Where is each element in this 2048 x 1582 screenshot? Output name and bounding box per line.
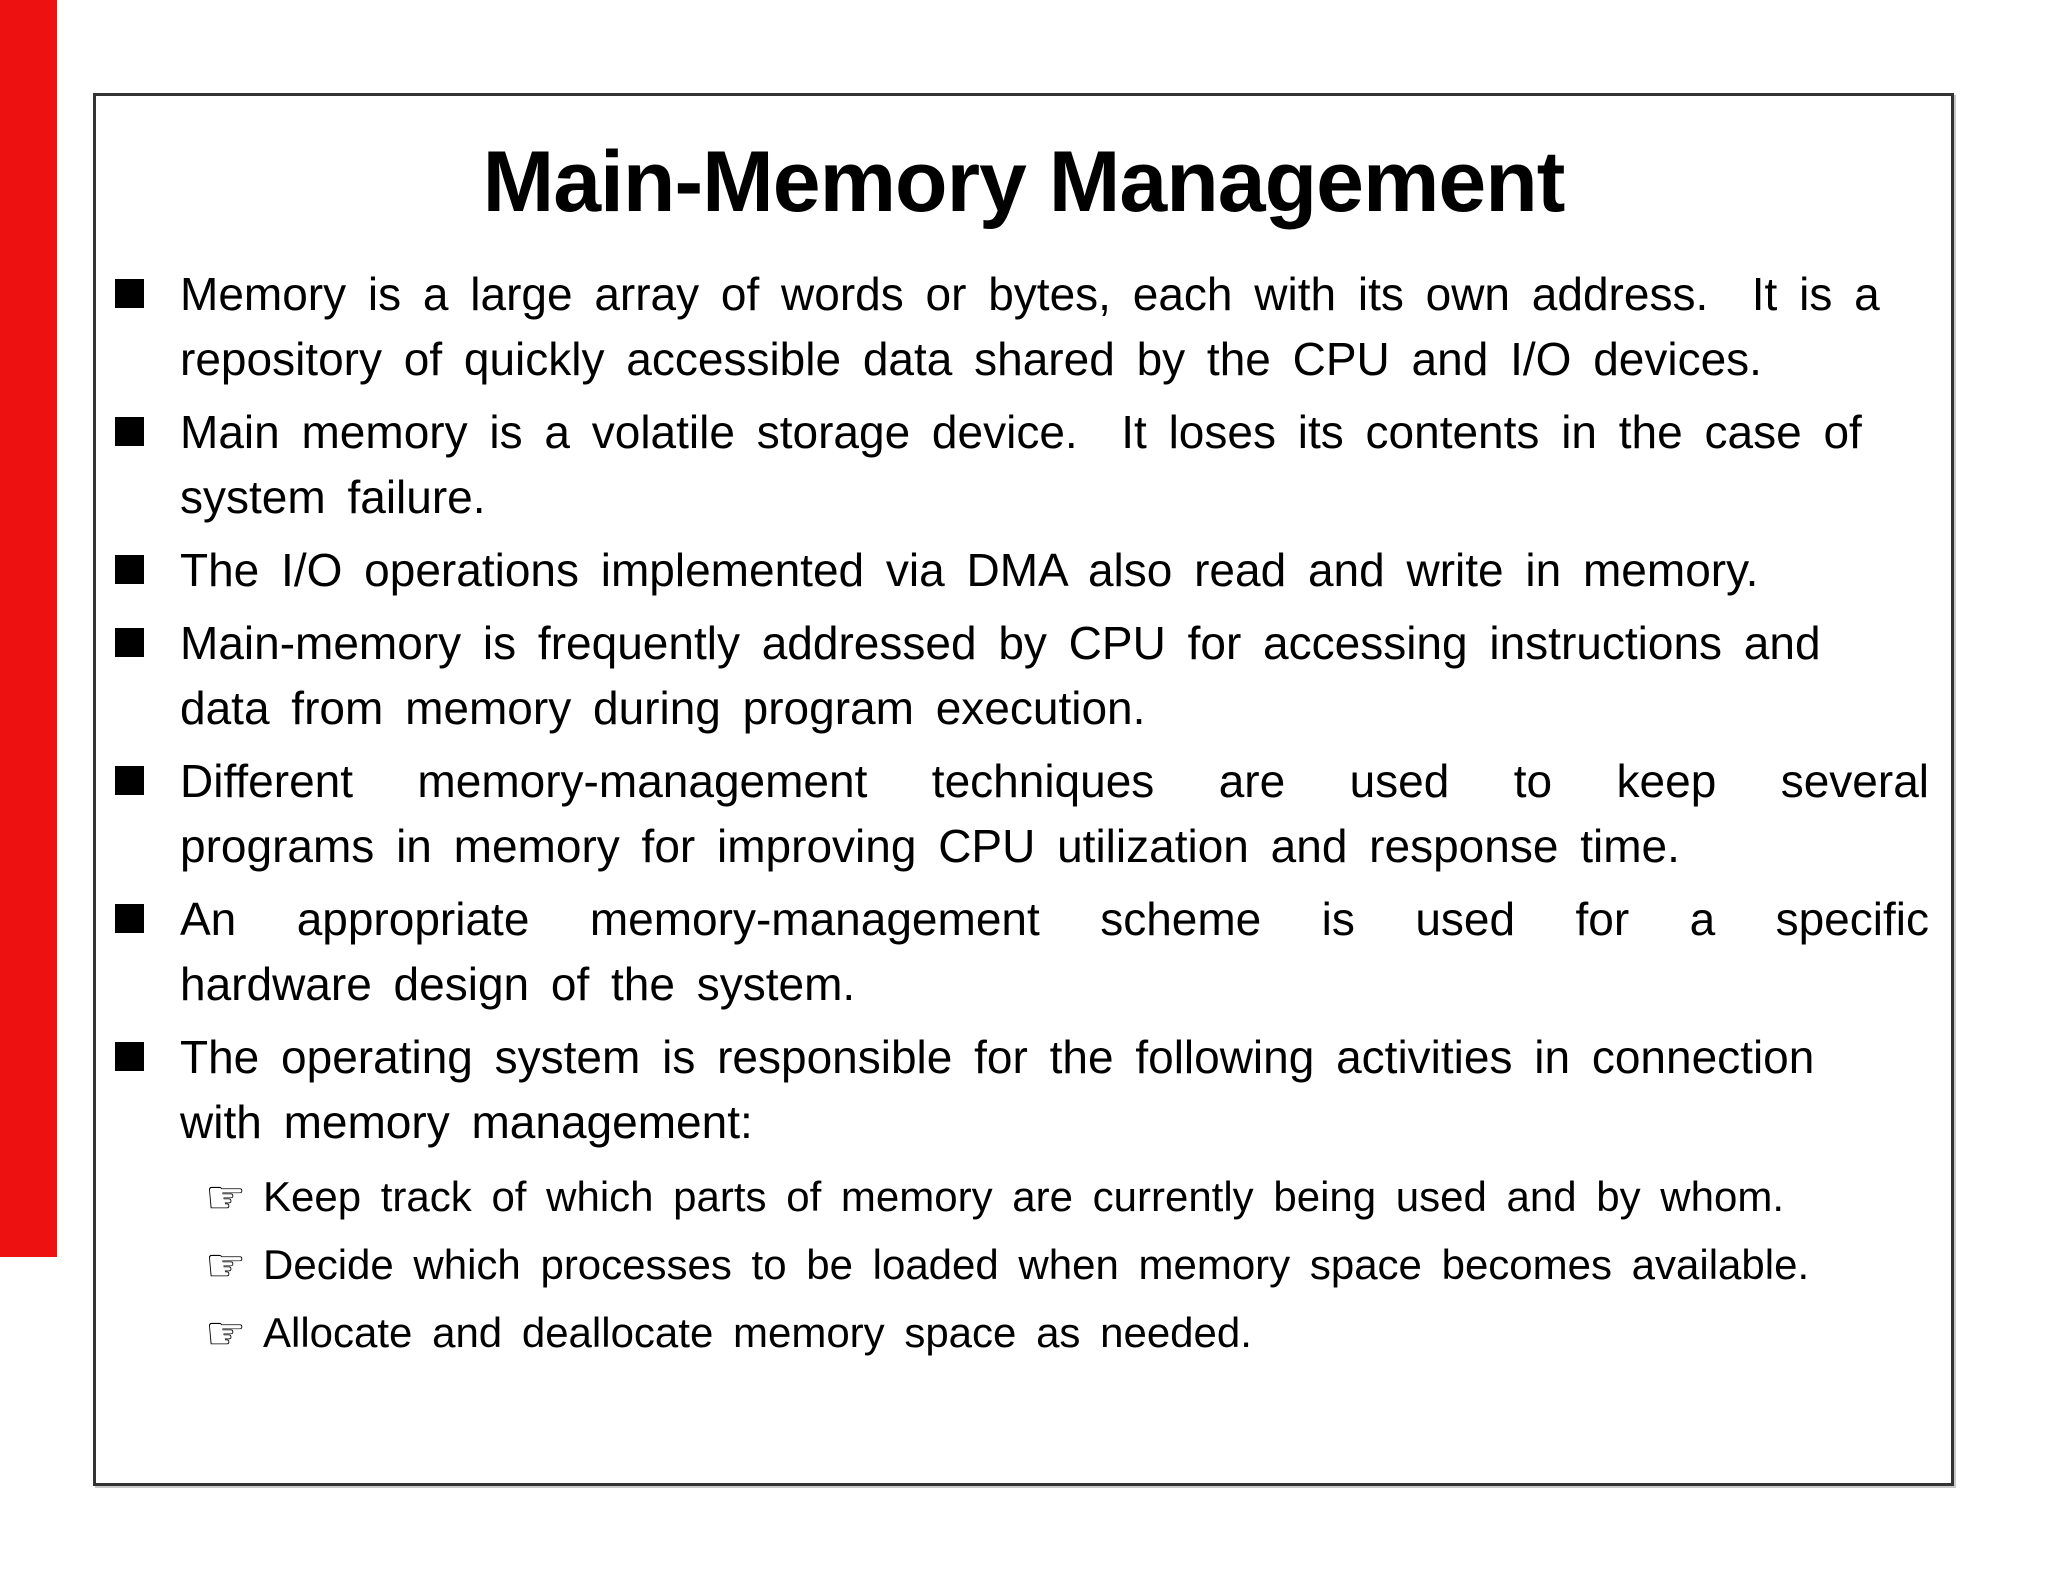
bullet-text: Main memory is a volatile storage device… bbox=[180, 400, 1929, 530]
bullet-line: system failure. bbox=[180, 471, 486, 523]
bullet-line: repository of quickly accessible data sh… bbox=[180, 333, 1762, 385]
bullet-line: programs in memory for improving CPU uti… bbox=[180, 820, 1680, 872]
bullet-item: The operating system is responsible for … bbox=[115, 1025, 1929, 1155]
square-bullet-icon bbox=[115, 904, 144, 933]
bullet-list: Memory is a large array of words or byte… bbox=[96, 262, 1951, 1367]
bullet-text: Decide which processes to be loaded when… bbox=[263, 1231, 1929, 1299]
bullet-line: An appropriate memory-management scheme … bbox=[180, 893, 1929, 945]
bullet-item: Main memory is a volatile storage device… bbox=[115, 400, 1929, 530]
bullet-text: Allocate and deallocate memory space as … bbox=[263, 1299, 1929, 1367]
bullet-text: An appropriate memory-management scheme … bbox=[180, 887, 1929, 1017]
bullet-text: The operating system is responsible for … bbox=[180, 1025, 1929, 1155]
bullet-line: The I/O operations implemented via DMA a… bbox=[180, 544, 1759, 596]
slide-frame: Main-Memory Management Memory is a large… bbox=[93, 93, 1954, 1486]
pointing-hand-icon: ☞ bbox=[205, 1238, 247, 1292]
square-bullet-icon bbox=[115, 1042, 144, 1071]
square-bullet-icon bbox=[115, 766, 144, 795]
bullet-item: An appropriate memory-management scheme … bbox=[115, 887, 1929, 1017]
red-sidebar-marker bbox=[0, 0, 57, 1257]
bullet-text: Keep track of which parts of memory are … bbox=[263, 1163, 1929, 1231]
bullet-text: Main-memory is frequently addressed by C… bbox=[180, 611, 1929, 741]
bullet-text: The I/O operations implemented via DMA a… bbox=[180, 538, 1929, 603]
sub-bullet-item: ☞ Keep track of which parts of memory are… bbox=[205, 1163, 1929, 1231]
sub-bullet-item: ☞ Decide which processes to be loaded whe… bbox=[205, 1231, 1929, 1299]
pointing-hand-icon: ☞ bbox=[205, 1170, 247, 1224]
bullet-item: Memory is a large array of words or byte… bbox=[115, 262, 1929, 392]
bullet-item: The I/O operations implemented via DMA a… bbox=[115, 538, 1929, 603]
bullet-line: data from memory during program executio… bbox=[180, 682, 1146, 734]
bullet-line: Keep track of which parts of memory are … bbox=[263, 1173, 1785, 1220]
bullet-item: Main-memory is frequently addressed by C… bbox=[115, 611, 1929, 741]
bullet-line: hardware design of the system. bbox=[180, 958, 856, 1010]
sub-bullet-item: ☞ Allocate and deallocate memory space as… bbox=[205, 1299, 1929, 1367]
slide-title: Main-Memory Management bbox=[482, 134, 1566, 230]
bullet-line: Different memory-management techniques a… bbox=[180, 755, 1929, 807]
bullet-line: Main-memory is frequently addressed by C… bbox=[180, 617, 1821, 669]
bullet-text: Memory is a large array of words or byte… bbox=[180, 262, 1929, 392]
bullet-item: Different memory-management techniques a… bbox=[115, 749, 1929, 879]
bullet-line: with memory management: bbox=[180, 1096, 753, 1148]
bullet-text: Different memory-management techniques a… bbox=[180, 749, 1929, 879]
bullet-line: Main memory is a volatile storage device… bbox=[180, 406, 1862, 458]
square-bullet-icon bbox=[115, 628, 144, 657]
bullet-line: Memory is a large array of words or byte… bbox=[180, 268, 1880, 320]
square-bullet-icon bbox=[115, 555, 144, 584]
bullet-line: Decide which processes to be loaded when… bbox=[263, 1241, 1810, 1288]
bullet-line: Allocate and deallocate memory space as … bbox=[263, 1309, 1252, 1356]
pointing-hand-icon: ☞ bbox=[205, 1306, 247, 1360]
square-bullet-icon bbox=[115, 279, 144, 308]
bullet-line: The operating system is responsible for … bbox=[180, 1031, 1815, 1083]
square-bullet-icon bbox=[115, 417, 144, 446]
